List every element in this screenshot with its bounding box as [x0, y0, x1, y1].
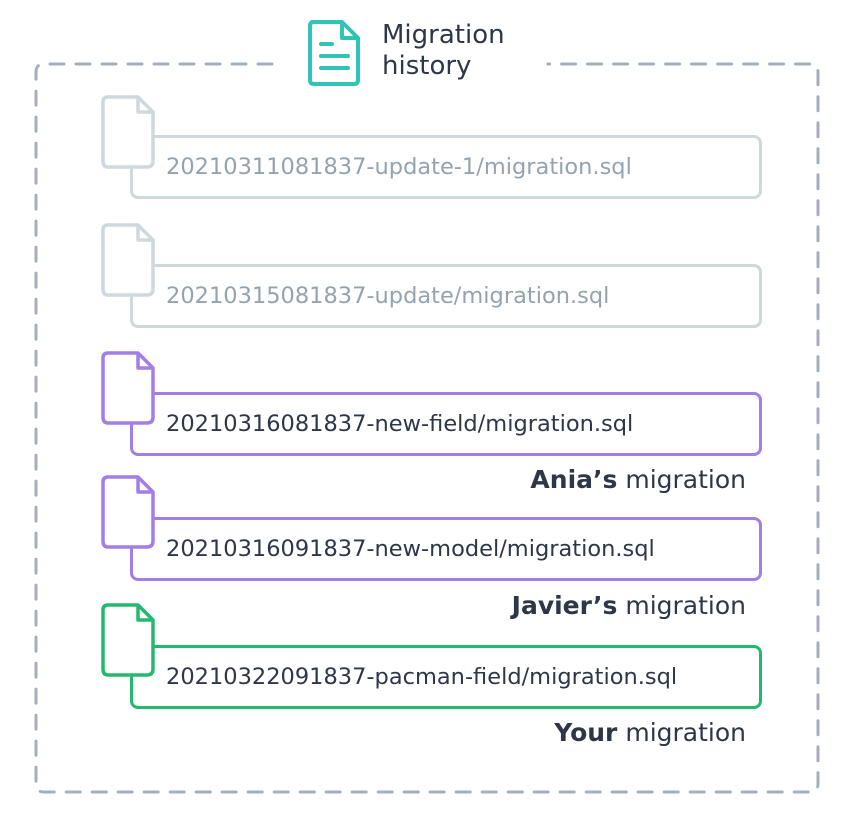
- owner-suffix: migration: [617, 718, 746, 747]
- migration-file-name: 20210322091837-pacman-field/migration.sq…: [166, 664, 678, 690]
- migration-file-name: 20210311081837-update-1/migration.sql: [166, 154, 632, 180]
- migration-file-box: 20210322091837-pacman-field/migration.sq…: [130, 645, 762, 709]
- owner-suffix: migration: [617, 591, 746, 620]
- migration-file-name: 20210316091837-new-model/migration.sql: [166, 536, 655, 562]
- owner-name: Ania’s: [530, 465, 618, 494]
- file-icon: [101, 223, 155, 297]
- file-icon: [101, 95, 155, 169]
- migration-owner-caption: Javier’s migration: [512, 591, 746, 621]
- file-icon: [101, 475, 155, 549]
- owner-suffix: migration: [617, 465, 746, 494]
- migration-file-name: 20210316081837-new-field/migration.sql: [166, 411, 634, 437]
- migration-file-box: 20210316091837-new-model/migration.sql: [130, 517, 762, 581]
- owner-name: Your: [554, 718, 618, 747]
- document-icon: [308, 20, 360, 86]
- migration-owner-caption: Your migration: [554, 718, 746, 748]
- file-icon: [101, 603, 155, 677]
- owner-name: Javier’s: [511, 591, 618, 620]
- migration-file-box: 20210315081837-update/migration.sql: [130, 264, 762, 328]
- diagram-title: Migration history: [382, 20, 505, 81]
- migration-owner-caption: Ania’s migration: [530, 465, 746, 495]
- file-icon: [101, 351, 155, 425]
- migration-file-name: 20210315081837-update/migration.sql: [166, 283, 610, 309]
- migration-file-box: 20210316081837-new-field/migration.sql: [130, 392, 762, 456]
- migration-file-box: 20210311081837-update-1/migration.sql: [130, 135, 762, 199]
